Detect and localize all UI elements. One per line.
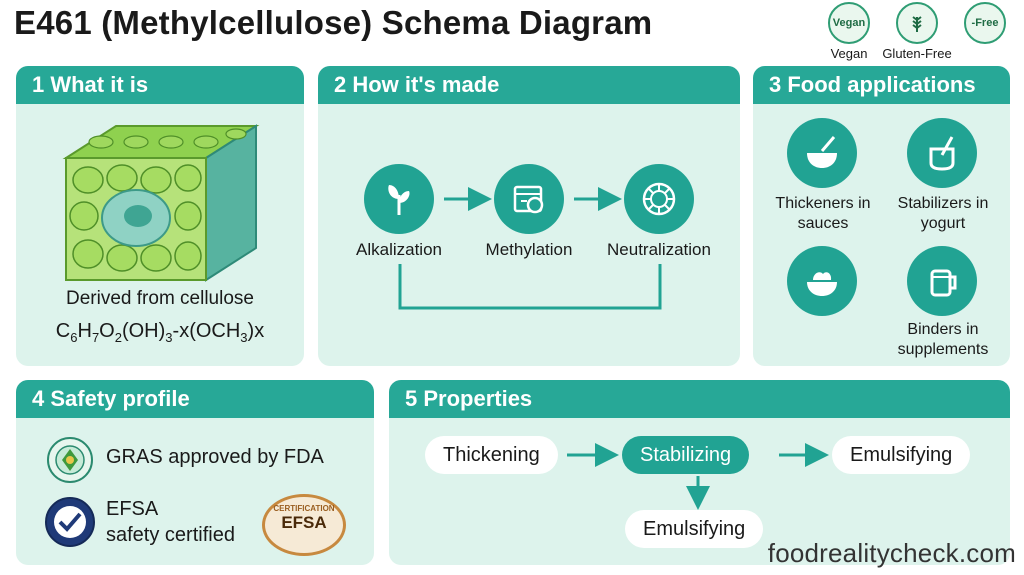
panel-title: 4 Safety profile	[16, 380, 374, 418]
efsa-shield-icon	[45, 497, 95, 547]
efsa-stamp: CERTIFICATION EFSA	[262, 494, 346, 556]
badge-free: -Free	[956, 2, 1014, 61]
badge-label: Gluten-Free	[882, 46, 952, 61]
panel-title: 5 Properties	[389, 380, 1010, 418]
panel-how-its-made: 2 How it's made Alkalization Methylation…	[318, 66, 740, 366]
vegan-leaf-icon: Vegan	[828, 2, 870, 44]
badge-label: Vegan	[830, 46, 868, 61]
free-badge-icon: -Free	[964, 2, 1006, 44]
bowl-spoon-icon	[787, 118, 857, 188]
panel-title: 3 Food applications	[753, 66, 1010, 104]
fda-seal-icon	[47, 437, 93, 483]
step-label-neutralization: Neutralization	[607, 240, 711, 259]
panel-title: 2 How it's made	[318, 66, 740, 104]
page-title: E461 (Methylcellulose) Schema Diagram	[14, 4, 653, 41]
property-emulsifying: Emulsifying	[832, 436, 971, 474]
gras-text: GRAS approved by FDA	[106, 446, 324, 468]
cellulose-cell-block-icon	[62, 124, 260, 282]
property-stabilizing: Stabilizing	[622, 436, 750, 474]
panel-properties: 5 Properties Thickening Stabilizing Emul…	[389, 380, 1010, 565]
step-label-methylation: Methylation	[485, 240, 573, 259]
jar-icon	[907, 246, 977, 316]
process-arrows	[398, 187, 662, 310]
efsa-text: EFSA safety certified	[106, 498, 235, 546]
badge-gluten-free: Gluten-Free	[882, 2, 952, 61]
step-label-alkalization: Alkalization	[356, 240, 442, 259]
cellulose-caption: Derived from cellulose	[66, 288, 254, 309]
wheat-icon	[896, 2, 938, 44]
app-label-thickeners: Thickeners in sauces	[775, 195, 871, 232]
reactor-icon	[494, 164, 564, 234]
app-label-stabilizers: Stabilizers in yogurt	[897, 195, 989, 232]
panel-safety-profile: 4 Safety profile GRAS approved by FDA EF…	[16, 380, 374, 565]
app-label-binders: Binders in supplements	[897, 321, 989, 358]
property-emulsifying-2: Emulsifying	[625, 510, 764, 548]
site-watermark[interactable]: foodrealitycheck.com	[767, 538, 1016, 568]
badge-vegan: Vegan Vegan	[820, 2, 878, 61]
panel-title: 1 What it is	[16, 66, 304, 104]
molecule-icon	[624, 164, 694, 234]
panel-what-it-is: 1 What it is Derived from cellulose C6H7…	[16, 66, 304, 366]
property-arrows	[567, 443, 829, 510]
property-thickening: Thickening	[425, 436, 558, 474]
cup-spoon-icon	[907, 118, 977, 188]
chemical-formula: C6H7O2(OH)3-x(OCH3)x	[55, 320, 265, 345]
sprout-icon	[364, 164, 434, 234]
cream-bowl-icon	[787, 246, 857, 316]
badges: Vegan Vegan Gluten-Free -Free	[820, 2, 1014, 61]
panel-food-applications: 3 Food applications Thickeners in sauces…	[753, 66, 1010, 366]
